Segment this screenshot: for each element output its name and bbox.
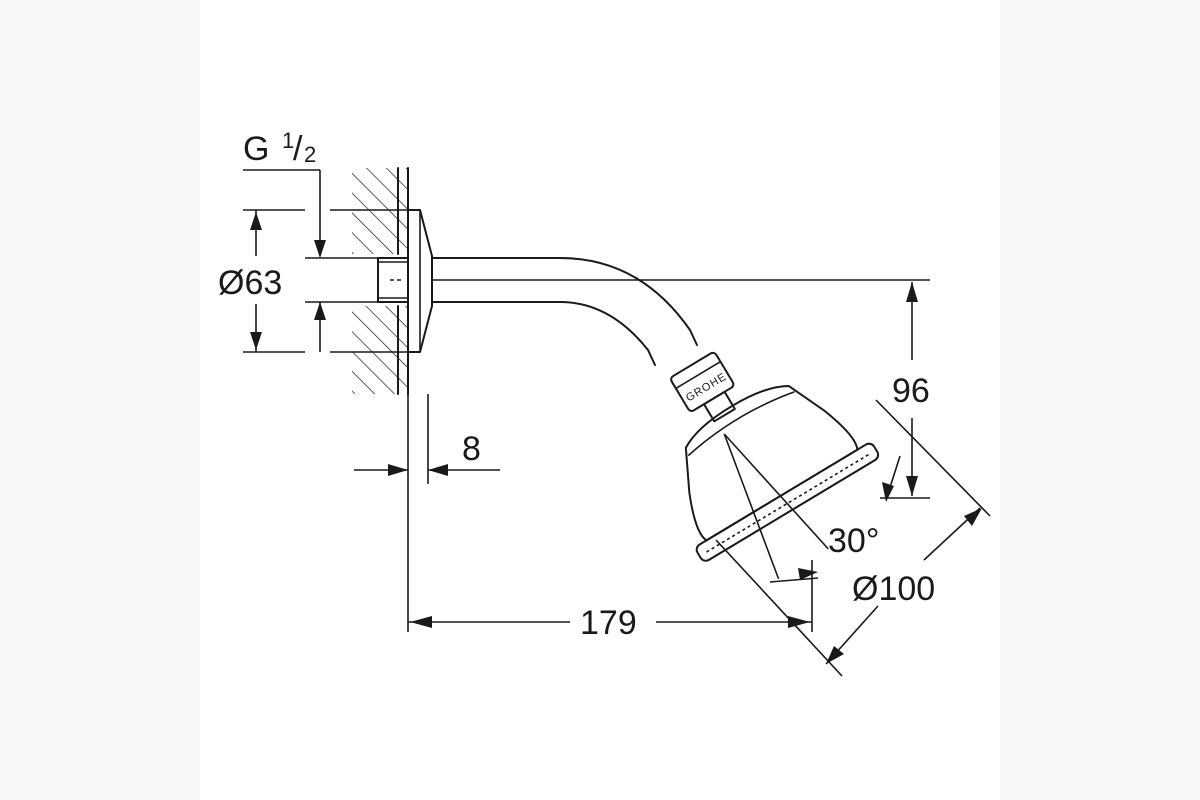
spray-angle-label: 30° (828, 522, 879, 560)
shower-arm (431, 257, 930, 366)
thread-label: G (243, 130, 269, 168)
head-diameter-label: Ø100 (852, 570, 935, 608)
flange-thickness-label: 8 (462, 430, 481, 468)
dimension-drop: 96 (880, 282, 930, 499)
flange-diameter-label: Ø63 (218, 264, 282, 302)
flange (407, 209, 433, 353)
projection-label: 179 (580, 604, 637, 642)
thread-connector (377, 257, 409, 303)
wall (352, 167, 409, 395)
dimension-flange-thickness: 8 (354, 394, 500, 484)
dimension-flange-diameter: Ø63 (218, 209, 408, 353)
drop-label: 96 (892, 372, 930, 410)
thread-denominator: 2 (304, 142, 316, 167)
dimension-head-diameter: Ø100 (715, 399, 991, 677)
drawing-sheet (200, 0, 1000, 800)
dimension-thread: G 1 / 2 (243, 128, 378, 352)
dimension-spray-angle: 30° (769, 455, 901, 583)
thread-numerator: 1 (282, 128, 294, 153)
thread-slash: / (293, 130, 303, 168)
